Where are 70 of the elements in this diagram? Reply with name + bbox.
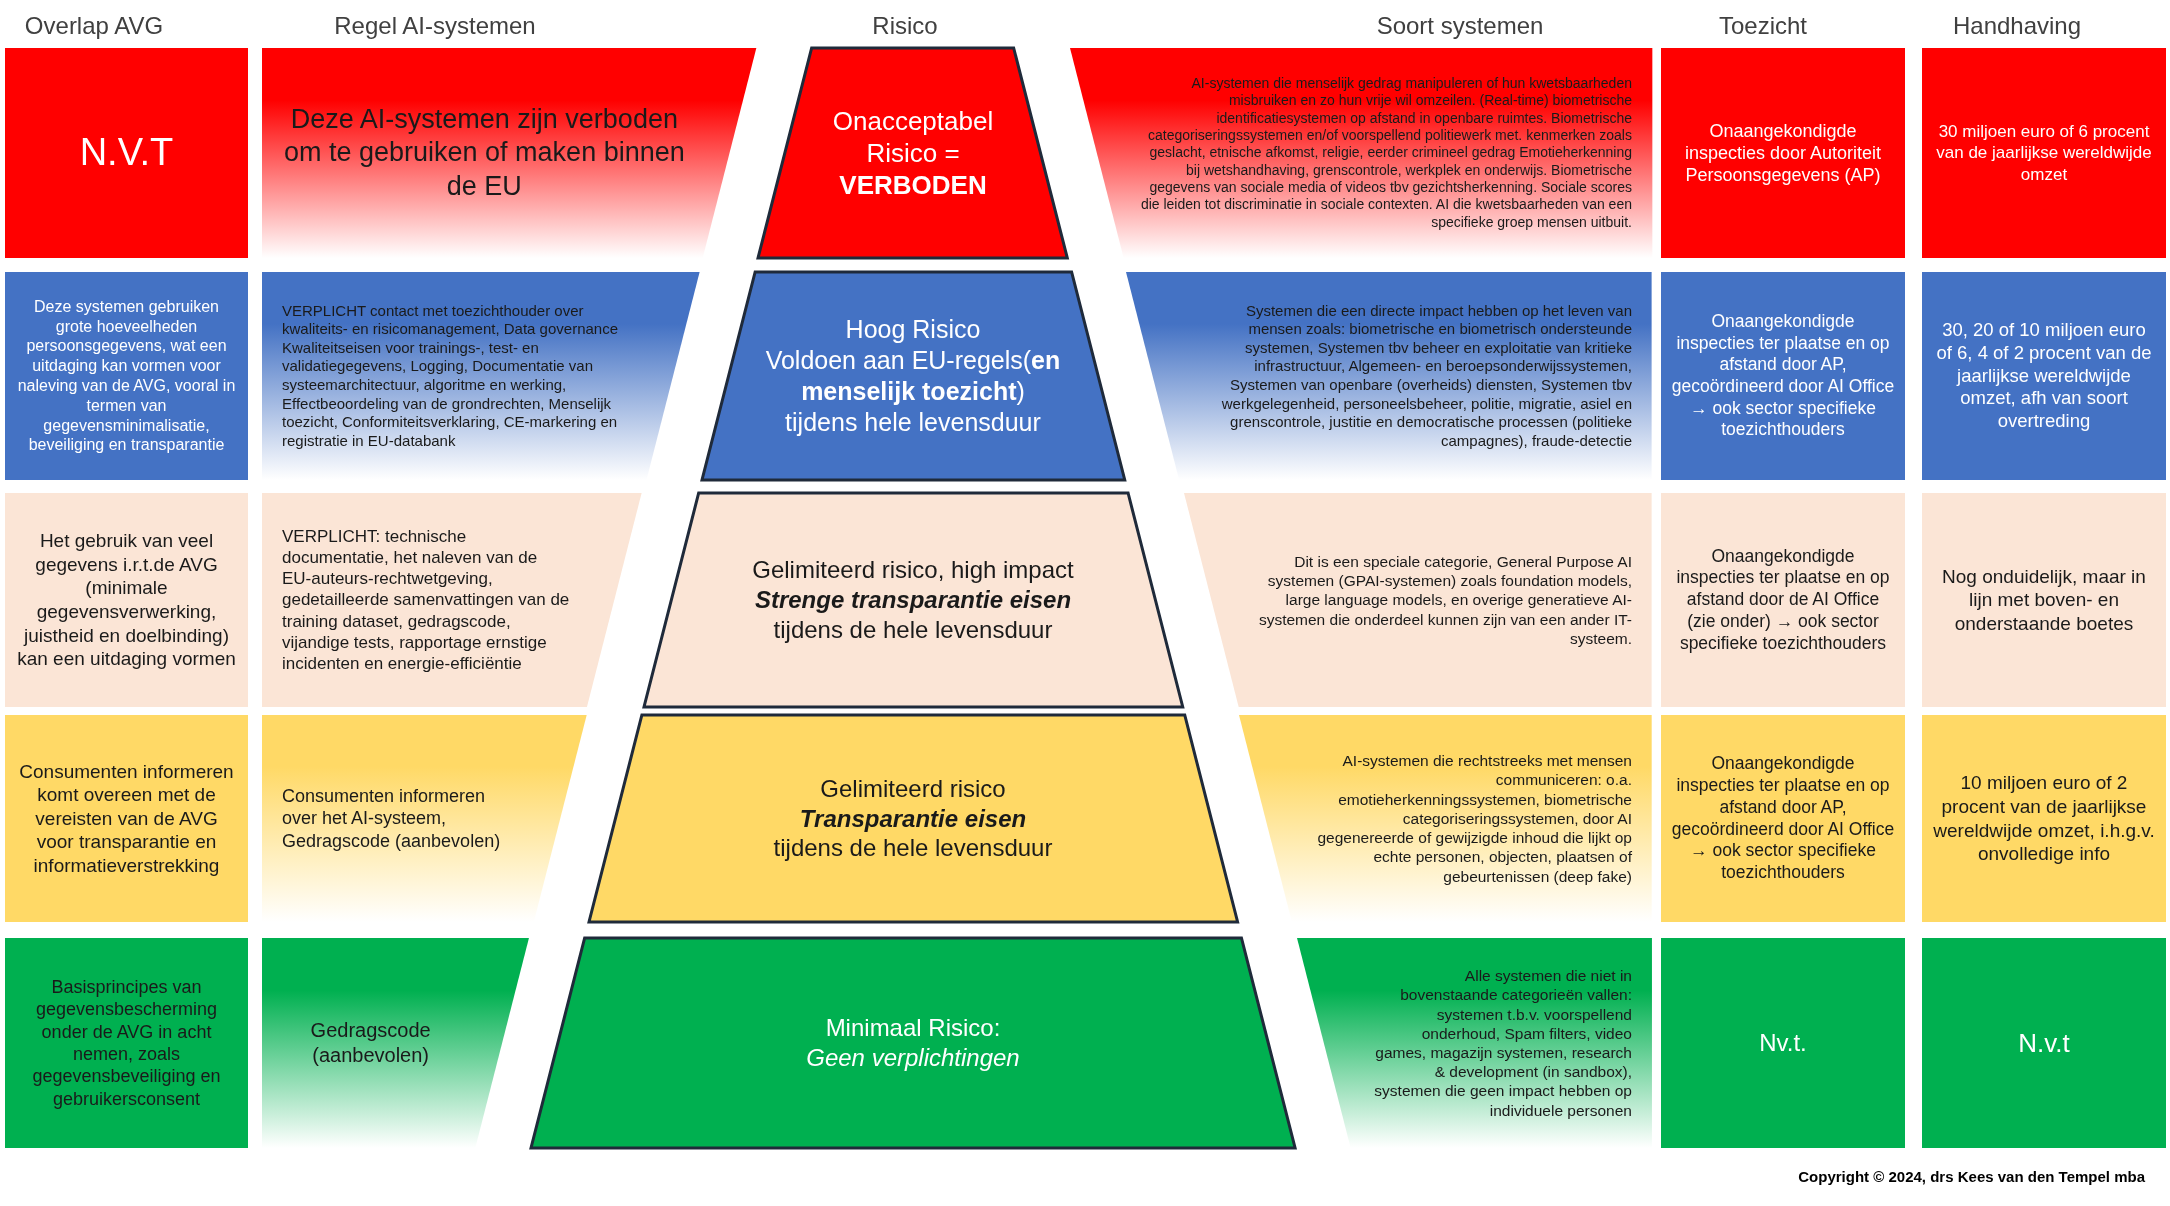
risk-level-trapezoid (643, 493, 1183, 707)
cell-text: Onaangekondigde inspecties ter plaatse en op afstand door de AI Office (zie onder) → ook sector specifieke toezichthouders (1675, 545, 1891, 655)
cell-text: N.v.t (2017, 1026, 2071, 1060)
cell-text: Dit is een speciale categorie, General Purpose AI systemen (GPAI-systemen) zoals foundation models, large language models, en overige generatieve AI-systemen die onderdeel kunnen zijn van een ander IT-systeem. (1257, 551, 1632, 649)
risk-level-trapezoid (588, 715, 1238, 922)
cell-text: N.V.T (78, 130, 175, 176)
table-cell (5, 493, 248, 707)
slanted-cell (262, 48, 757, 258)
table-cell (1922, 715, 2166, 922)
cell-text: Nv.t. (1758, 1028, 1808, 1058)
column-header: Soort systemen (1376, 12, 1544, 40)
slanted-cell (1297, 938, 1652, 1148)
table-cell (5, 272, 248, 480)
risk-level-text: Voldoen aan EU-regels(en menselijk toezicht) tijdens hele levensduur (764, 345, 1062, 438)
table-cell (1661, 938, 1905, 1148)
cell-text: Het gebruik van veel gegevens i.r.t.de AVG (minimale gegevensverwerking, juistheid en doelbinding) kan een uitdaging vormen (16, 529, 237, 671)
cell-text: VERPLICHT: technische documentatie, het naleven van de EU-auteurs-rechtwetgeving, gedetailleerde samenvattingen van de training dataset, gedragscode, vijandige tests, rapportage ernstige incidenten en energie-efficiëntie (282, 526, 571, 674)
slanted-cell (1069, 48, 1652, 258)
table-cell (1922, 48, 2166, 258)
column-header: Handhaving (1952, 12, 2082, 40)
slanted-cell (262, 493, 642, 707)
cell-text: VERPLICHT contact met toezichthouder over kwaliteits- en risicomanagement, Data governance Kwaliteitseisen voor trainings-, test- en validatiegegevens, Logging, Documentatie van systeemarchitectuur, algoritme en werking, Effectbeoordeling van de grondrechten, Menselijk toezicht, Conformiteitsverklaring, CE-markering en registratie in EU-databank (282, 301, 619, 451)
risk-level-text: Strenge transparantie eisen (753, 585, 1073, 615)
table-cell (1922, 493, 2166, 707)
risk-level-trapezoid (758, 48, 1068, 258)
table-cell (5, 48, 248, 258)
column-header: Toezicht (1719, 12, 1807, 40)
risk-level-text: Geen verplichtingen (805, 1043, 1021, 1073)
cell-text: Deze systemen gebruiken grote hoeveelheden persoonsgegevens, wat een uitdaging kan vormen voor naleving van de AVG, vooral in termen van gegevensminimalisatie, beveiliging en transparantie (16, 296, 237, 456)
column-header: Risico (872, 12, 938, 40)
risk-level-trapezoid (530, 938, 1296, 1148)
risk-level-text: VERBODEN (838, 169, 988, 202)
cell-text: Basisprincipes van gegevensbescherming onder de AVG in acht nemen, zoals gegevensbeveiliging en gebruikersconsent (31, 976, 222, 1110)
table-cell (1661, 715, 1905, 922)
risk-level-text: Hoog Risico (844, 314, 982, 345)
table-cell (1661, 48, 1905, 258)
cell-text: Gedragscode (aanbevolen) (309, 1018, 432, 1068)
risk-level-text: Gelimiteerd risico, high impact (751, 555, 1075, 586)
cell-text: Nog onduidelijk, maar in lijn met boven- en onderstaande boetes (1941, 564, 2147, 636)
cell-text: Alle systemen die niet in bovenstaande categorieën vallen: systemen t.b.v. voorspellend onderhoud, Spam filters, video games, magazijn systemen, research & development (in sandbox), systemen die geen impact hebben op individuele personen (1373, 966, 1632, 1120)
cell-text: AI-systemen die menselijk gedrag manipuleren of hun kwetsbaarheden misbruiken en zo hun vrije wil omzeilen. (Real-time) biometrische identificatiesystemen op afstand in openbare ruimtes. Biometrische categoriseringssystemen en/of voorspellend politiewerk met. kenmerken zoals geslacht, etnische afkomst, religie, eerder crimineel gedrag Emotieherkenning bij wetshandhaving, grenscontrole, werkplek en onderwijs. Biometrische gegevens van sociale media of videos tbv gezichtsherkenning. Sociale scores die leiden tot discriminatie in sociale contexten. AI die kwetsbaarheden van een specifieke groep mensen uitbuit. (1139, 74, 1632, 232)
column-header: Overlap AVG (24, 12, 164, 40)
cell-text: Deze AI-systemen zijn verboden om te gebruiken of maken binnen de EU (282, 102, 686, 203)
risk-level-text: tijdens de hele levensduur (772, 614, 1054, 645)
cell-text: Onaangekondigde inspecties ter plaatse en op afstand door AP, gecoördineerd door AI Office → ook sector specifieke toezichthouders (1671, 310, 1895, 442)
risk-level-text: tijdens de hele levensduur (772, 833, 1054, 864)
risk-level-text: Transparantie eisen (798, 803, 1028, 834)
cell-text: AI-systemen die rechtstreeks met mensen communiceren: o.a. emotieherkenningssystemen, biometrische categoriseringssystemen, door AI gegenereerde of gewijzigde inhoud die lijkt op echte personen, objecten, plaatsen of gebeurtenissen (deep fake) (1316, 751, 1632, 886)
slanted-cell (262, 938, 529, 1148)
table-cell (5, 938, 248, 1148)
cell-text: Consumenten informeren komt overeen met de vereisten van de AVG voor transparantie en informatieverstrekking (18, 759, 235, 878)
cell-text: Consumenten informeren over het AI-systeem, Gedragscode (aanbevolen) (282, 785, 502, 852)
cell-text: 30, 20 of 10 miljoen euro of 6, 4 of 2 procent van de jaarlijkse wereldwijde omzet, afh van soort overtreding (1935, 318, 2153, 434)
slanted-cell (1184, 493, 1652, 707)
table-cell (1661, 272, 1905, 480)
table-cell (1661, 493, 1905, 707)
risk-level-text: Minimaal Risico: (824, 1013, 1002, 1043)
table-cell (1922, 272, 2166, 480)
table-cell (5, 715, 248, 922)
cell-text: 30 miljoen euro of 6 procent van de jaarlijkse wereldwijde omzet (1935, 121, 2153, 185)
cell-text: Onaangekondigde inspecties ter plaatse en op afstand door AP, gecoördineerd door AI Office → ook sector specifieke toezichthouders (1671, 753, 1895, 884)
risk-level-text: Onacceptabel Risico = (831, 104, 995, 170)
risk-level-text: Gelimiteerd risico (819, 773, 1007, 804)
cell-text: Onaangekondigde inspecties door Autoriteit Persoonsgegevens (AP) (1683, 119, 1883, 187)
risk-level-trapezoid (701, 272, 1125, 480)
column-header: Regel AI-systemen (334, 12, 536, 40)
copyright-note: Copyright © 2024, drs Kees van den Tempel mba (1798, 1168, 2145, 1185)
table-cell (1922, 938, 2166, 1148)
cell-text: Systemen die een directe impact hebben op het leven van mensen zoals: biometrische en biometrisch ondersteunde systemen, Systemen tbv beheer en exploitatie van kritieke infrastructuur, Algemeen- en beroepsonderwijssystemen, Systemen van openbare (overheids) diensten, Systemen tbv werkgelegenheid, personeelsbeheer, politie, migratie, asiel en grenscontrole, justitie en democratische processen (politieke campagnes), fraude-detectie (1220, 301, 1632, 451)
cell-text: 10 miljoen euro of 2 procent van de jaarlijkse wereldwijde omzet, i.h.g.v. onvolledige info (1932, 771, 2156, 866)
